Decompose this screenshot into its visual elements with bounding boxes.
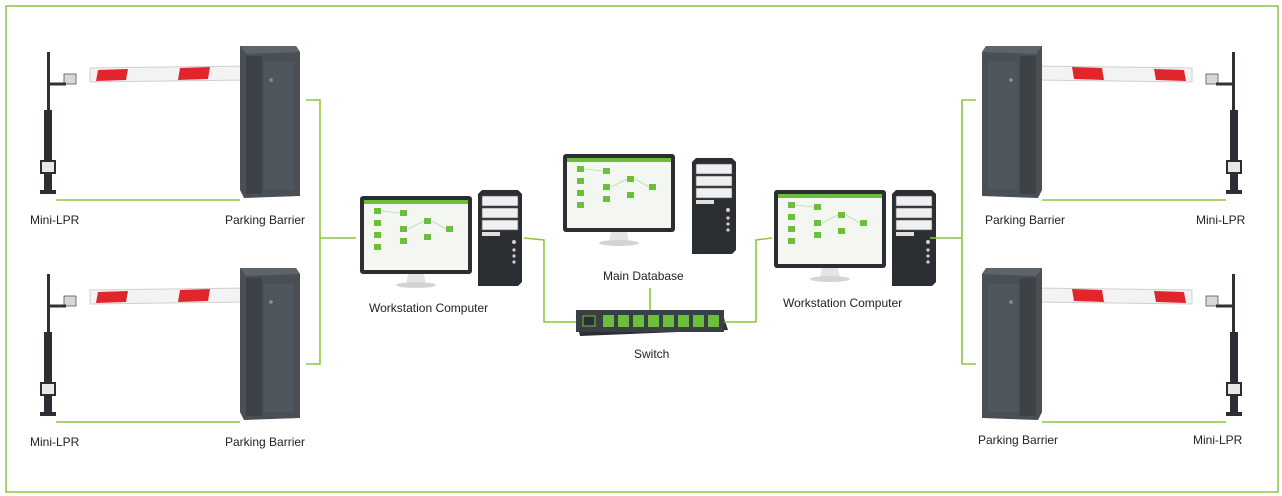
label-parking-barrier-bottom-left: Parking Barrier — [225, 435, 306, 449]
switch-port — [618, 315, 629, 327]
label-mini-lpr-top-left: Mini-LPR — [30, 213, 80, 227]
left-workstation — [359, 189, 523, 289]
database-monitor — [562, 153, 676, 247]
barrier-unit-top-right — [980, 44, 1244, 202]
label-parking-barrier-top-left: Parking Barrier — [225, 213, 306, 227]
label-right-workstation: Workstation Computer — [783, 296, 903, 310]
switch-port — [678, 315, 689, 327]
switch-port — [708, 315, 719, 327]
database-tower — [691, 157, 737, 255]
barrier-unit-bottom-left — [38, 266, 302, 424]
network-switch — [576, 310, 728, 336]
switch-port — [603, 315, 614, 327]
label-main-database: Main Database — [603, 269, 684, 283]
switch-port — [633, 315, 644, 327]
connectors — [306, 99, 976, 365]
label-parking-barrier-bottom-right: Parking Barrier — [978, 433, 1059, 447]
right-tower — [891, 189, 937, 287]
main-database — [562, 153, 737, 255]
right-monitor — [773, 189, 887, 283]
label-left-workstation: Workstation Computer — [369, 301, 489, 315]
diagram-frame — [5, 5, 1279, 493]
switch-port — [693, 315, 704, 327]
label-mini-lpr-bottom-left: Mini-LPR — [30, 435, 80, 449]
label-mini-lpr-top-right: Mini-LPR — [1196, 213, 1246, 227]
label-parking-barrier-top-right: Parking Barrier — [985, 213, 1066, 227]
left-tower — [477, 189, 523, 287]
left-monitor — [359, 195, 473, 289]
label-mini-lpr-bottom-right: Mini-LPR — [1193, 433, 1243, 447]
switch-port — [663, 315, 674, 327]
right-workstation — [773, 189, 937, 287]
barrier-unit-top-left — [38, 44, 302, 202]
label-switch: Switch — [634, 347, 670, 361]
barrier-unit-bottom-right — [980, 266, 1244, 424]
switch-port — [648, 315, 659, 327]
